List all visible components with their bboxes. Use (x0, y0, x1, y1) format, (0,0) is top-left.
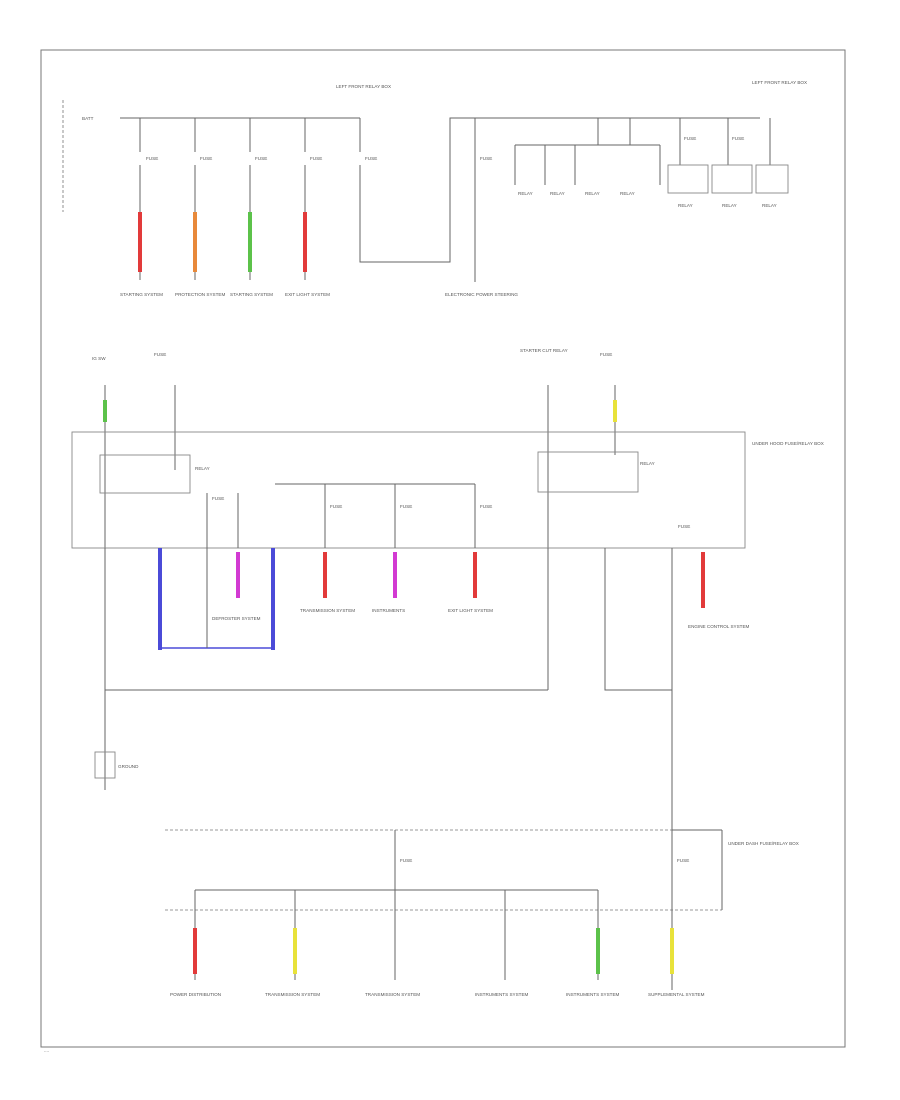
battery-label: BATT (82, 116, 94, 121)
relay-label-4: RELAY (620, 191, 635, 196)
wire-yellow-3 (670, 928, 674, 974)
relay-label-6: RELAY (722, 203, 737, 208)
bottom-fuse-2: FUSE (677, 858, 689, 863)
mid-fuse-3: FUSE (400, 504, 412, 509)
middle-fuse-label-2: FUSE (600, 352, 612, 357)
page-code: .... (44, 1048, 49, 1053)
top-fuse-label-3: FUSE (255, 156, 267, 161)
underhood-box (71, 431, 746, 549)
wire-yellow-2 (293, 928, 297, 974)
bottom-system-2: TRANSMISSION SYSTEM (265, 992, 320, 997)
bottom-system-5: INSTRUMENTS SYSTEM (566, 992, 620, 997)
bottom-system-4: INSTRUMENTS SYSTEM (475, 992, 529, 997)
middle-relay-label-1: RELAY (195, 466, 210, 471)
relay-label-1: RELAY (518, 191, 533, 196)
top-system-2: PROTECTION SYSTEM (175, 292, 225, 297)
relay-label-7: RELAY (762, 203, 777, 208)
middle-relay-label-2: RELAY (640, 461, 655, 466)
wire-blue-1 (158, 548, 162, 650)
relay-label-3: RELAY (585, 191, 600, 196)
top-system-4: EXIT LIGHT SYSTEM (285, 292, 330, 297)
mid-fuse-4: FUSE (480, 504, 492, 509)
diagram-frame (40, 49, 846, 1048)
relay-box-a (667, 164, 709, 194)
wire-magenta-2 (393, 552, 397, 598)
underhood-box-label: UNDER HOOD FUSE/RELAY BOX (752, 441, 824, 446)
wire-yellow-1 (613, 400, 617, 422)
mid-system-4: EXIT LIGHT SYSTEM (448, 608, 493, 613)
wire-red-3 (323, 552, 327, 598)
bottom-system-1: POWER DISTRIBUTION (170, 992, 221, 997)
relay-right (537, 451, 639, 493)
wire-blue-2 (271, 548, 275, 650)
mid-system-1: DEFROSTER SYSTEM (212, 616, 261, 621)
right-fuse-label-2: FUSE (732, 136, 744, 141)
ground-box (94, 751, 116, 779)
top-system-3: STARTING SYSTEM (230, 292, 273, 297)
relay-box-c (755, 164, 789, 194)
lower-wire-d (604, 548, 672, 691)
wire-red-4 (473, 552, 477, 598)
wire-magenta-1 (236, 552, 240, 598)
wire-green-2 (103, 400, 107, 422)
mid-fuse-5: FUSE (678, 524, 690, 529)
relay-box-b (711, 164, 753, 194)
wire-red-1 (138, 212, 142, 272)
eps-fuse-label: FUSE (480, 156, 492, 161)
bottom-system-6: SUPPLEMENTAL SYSTEM (648, 992, 705, 997)
middle-fuse-label-1: FUSE (154, 352, 166, 357)
bottom-system-3: TRANSMISSION SYSTEM (365, 992, 420, 997)
wire-red-2 (303, 212, 307, 272)
relay-label-5: RELAY (678, 203, 693, 208)
bottom-fuse-1: FUSE (400, 858, 412, 863)
top-fuse-label-2: FUSE (200, 156, 212, 161)
mid-fuse-1: FUSE (212, 496, 224, 501)
wire-red-5 (701, 552, 705, 608)
relay-box-1-label: LEFT FRONT RELAY BOX (336, 84, 391, 89)
relay-label-2: RELAY (550, 191, 565, 196)
wire-green-1 (248, 212, 252, 272)
top-fuse-label-5: FUSE (365, 156, 377, 161)
eps-system: ELECTRONIC POWER STEERING (445, 292, 518, 297)
dash-box-label: UNDER DASH FUSE/RELAY BOX (728, 841, 799, 846)
mid-fuse-2: FUSE (330, 504, 342, 509)
relay-left (99, 454, 191, 494)
wire-red-6 (193, 928, 197, 974)
wire-orange-1 (193, 212, 197, 272)
mid-system-5: ENGINE CONTROL SYSTEM (688, 624, 750, 629)
right-fuse-label-1: FUSE (684, 136, 696, 141)
crossover-wire (359, 117, 760, 263)
top-fuse-label-1: FUSE (146, 156, 158, 161)
top-system-1: STARTING SYSTEM (120, 292, 163, 297)
mid-system-3: INSTRUMENTS (372, 608, 405, 613)
ig-switch-label: IG SW (92, 356, 106, 361)
top-fuse-label-4: FUSE (310, 156, 322, 161)
mid-system-2: TRANSMISSION SYSTEM (300, 608, 355, 613)
ground-label: GROUND (118, 764, 139, 769)
wire-green-3 (596, 928, 600, 974)
relay-box-2-label: LEFT FRONT RELAY BOX (752, 80, 807, 85)
starter-cut-label: STARTER CUT RELAY (520, 348, 568, 353)
